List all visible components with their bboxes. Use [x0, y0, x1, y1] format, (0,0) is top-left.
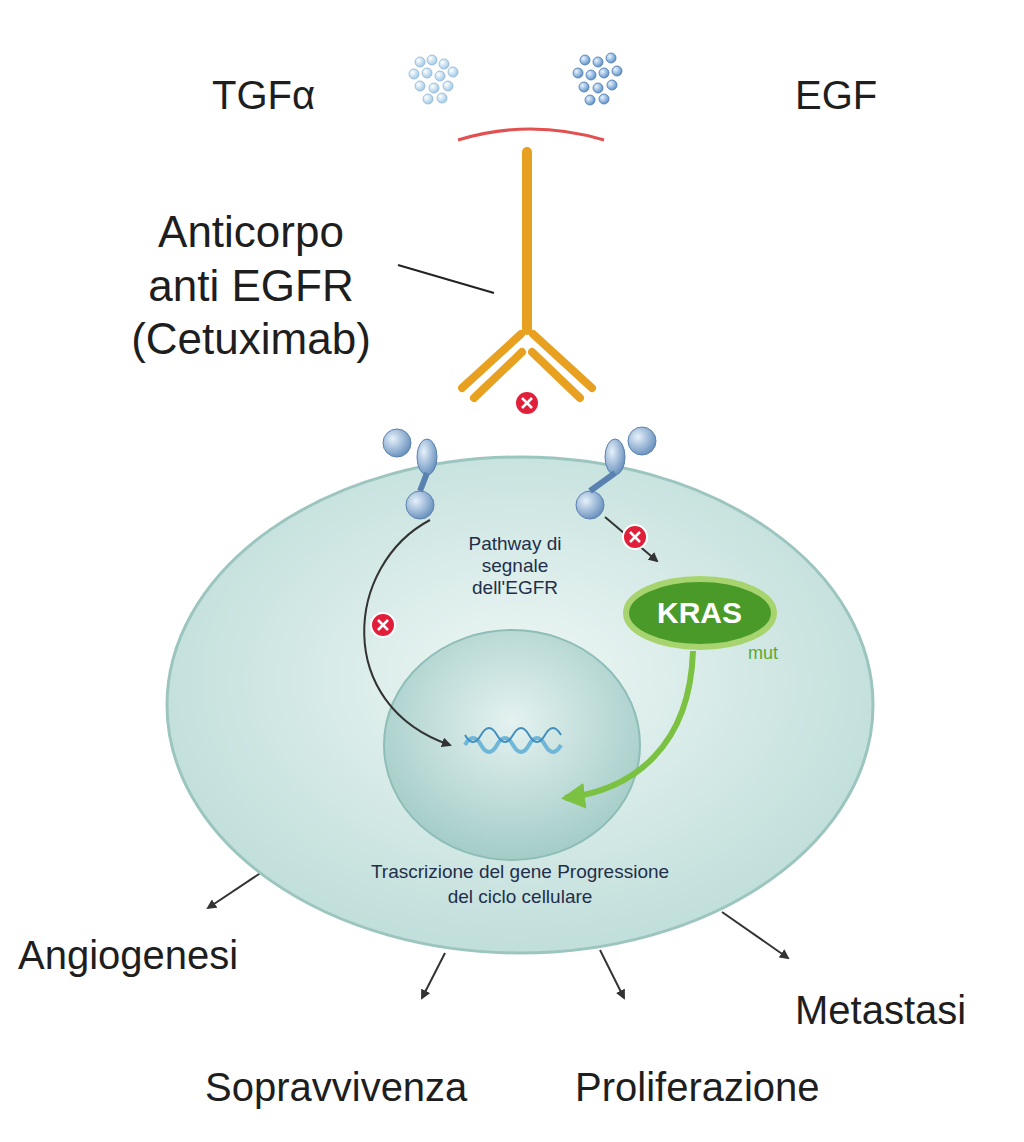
pathway-text: Pathway di segnale dell'EGFR: [465, 533, 565, 599]
process-text: Trascrizione del gene Progressione del c…: [370, 860, 670, 909]
cell: Pathway di segnale dell'EGFR Trascrizione…: [165, 455, 875, 955]
protein-name: KRAS: [657, 596, 742, 630]
drug-label: Anticorpo anti EGFR (Cetuximab): [120, 205, 382, 366]
nucleus: [384, 630, 640, 860]
mutated-protein: KRASmut: [622, 575, 778, 651]
tgf-dots: [409, 55, 458, 104]
outcome-label: Metastasi: [795, 985, 966, 1035]
antibody: [462, 152, 592, 398]
block-mark: [515, 391, 539, 415]
binding-arc: [458, 129, 604, 140]
ligand-label: TGFα: [212, 70, 315, 120]
outcome-label: Angiogenesi: [18, 930, 238, 980]
ligand-label: EGF: [795, 70, 877, 120]
egf-dots: [573, 53, 622, 105]
leader-line: [398, 265, 494, 293]
mutation-tag: mut: [748, 643, 778, 664]
outcome-label: Proliferazione: [575, 1062, 820, 1112]
outcome-label: Sopravvivenza: [205, 1062, 467, 1112]
